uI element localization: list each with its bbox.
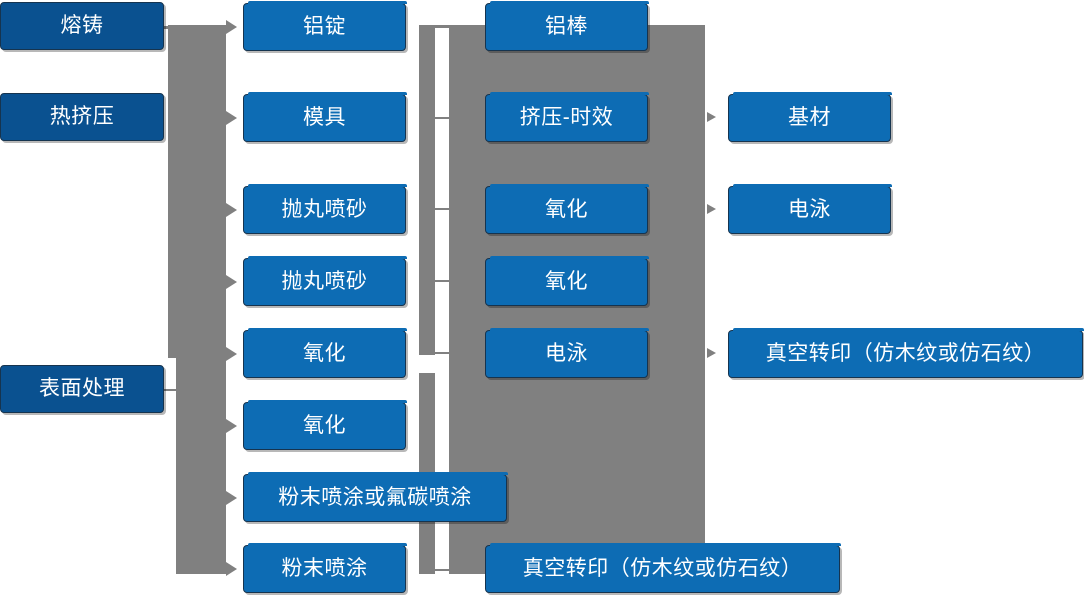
stage-box-hot-extrusion[interactable]: 热挤压 [0,93,164,141]
process-label: 氧化 [303,414,346,438]
process-label: 粉末喷涂或氟碳喷涂 [278,486,472,510]
process-box-a5[interactable]: 氧化 [243,328,407,378]
process-label: 挤压-时效 [519,106,614,130]
arrow-to-a5 [226,347,237,361]
output-box-o2[interactable]: 电泳 [728,184,892,234]
bridge-b3 [433,208,451,210]
connector-mid-bar-upper [419,25,435,355]
process-box-b3[interactable]: 氧化 [485,184,649,234]
process-box-b2[interactable]: 挤压-时效 [485,92,649,142]
process-label: 铝锭 [303,15,346,39]
process-label: 抛丸喷砂 [281,270,368,294]
connector-left-spine-upper [168,25,226,358]
bridge-b5 [433,352,451,354]
output-box-o1[interactable]: 基材 [728,92,892,142]
process-box-a8[interactable]: 粉末喷涂 [243,543,407,593]
stage-label: 熔铸 [60,14,104,38]
process-label: 电泳 [545,342,588,366]
arrow-to-a3 [226,203,237,217]
process-box-b6[interactable]: 真空转印（仿木纹或仿石纹） [485,543,841,593]
arrow-to-a8 [226,562,237,576]
process-box-a1[interactable]: 铝锭 [243,1,407,51]
output-box-o3[interactable]: 真空转印（仿木纹或仿石纹） [728,328,1084,378]
connector-surface-to-spine [164,389,184,391]
process-box-a6[interactable]: 氧化 [243,400,407,450]
output-label: 电泳 [788,198,831,222]
process-box-a2[interactable]: 模具 [243,92,407,142]
process-label: 氧化 [545,198,588,222]
bridge-b6 [433,569,451,571]
arrow-to-o2 [707,204,716,214]
process-box-b1[interactable]: 铝棒 [485,1,649,51]
bridge-b4 [433,280,451,282]
stage-label: 热挤压 [49,105,115,129]
arrow-to-a2 [226,111,237,125]
connector-left-spine-notch [176,358,226,422]
stage-box-surface-treatment[interactable]: 表面处理 [0,365,164,413]
process-label: 氧化 [303,342,346,366]
process-box-b5[interactable]: 电泳 [485,328,649,378]
arrow-to-a4 [226,275,237,289]
process-label: 真空转印（仿木纹或仿石纹） [522,557,803,581]
process-label: 氧化 [545,270,588,294]
process-label: 模具 [303,106,346,130]
process-box-a4[interactable]: 抛丸喷砂 [243,256,407,306]
process-box-b4[interactable]: 氧化 [485,256,649,306]
arrow-to-a6 [226,419,237,433]
process-label: 粉末喷涂 [281,557,368,581]
process-box-a7[interactable]: 粉末喷涂或氟碳喷涂 [243,472,508,522]
process-box-a3[interactable]: 抛丸喷砂 [243,184,407,234]
arrow-to-a7 [226,491,237,505]
bridge-b2 [433,117,451,119]
arrow-to-o3 [707,348,716,358]
arrow-to-a1 [226,20,237,34]
stage-label: 表面处理 [39,377,125,401]
output-label: 基材 [788,106,831,130]
stage-box-melting[interactable]: 熔铸 [0,2,164,50]
arrow-to-o1 [707,112,716,122]
bridge-b1 [433,25,451,28]
process-label: 铝棒 [545,15,588,39]
connector-melting-to-spine [160,26,176,29]
output-label: 真空转印（仿木纹或仿石纹） [765,342,1046,366]
process-label: 抛丸喷砂 [281,198,368,222]
